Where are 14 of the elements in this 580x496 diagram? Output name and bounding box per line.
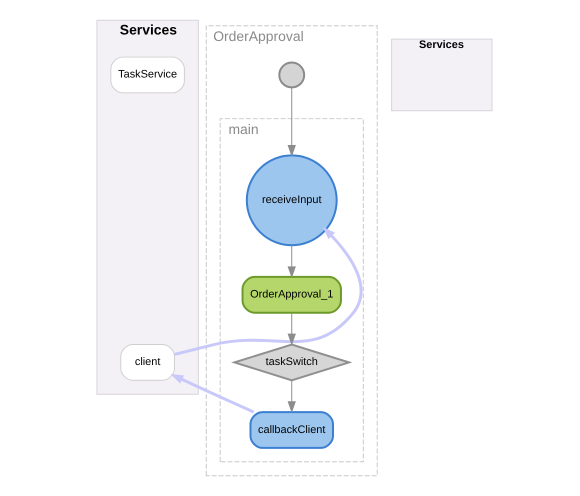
arrow <box>287 312 296 346</box>
arrow <box>287 87 296 157</box>
node-box: callbackClient <box>249 411 334 449</box>
node-box: OrderApproval_1 <box>241 276 342 314</box>
node-diamond: taskSwitch <box>230 343 352 382</box>
arrow <box>170 374 254 414</box>
node-circle <box>278 62 305 88</box>
arrow <box>287 380 296 414</box>
arrow <box>287 244 296 278</box>
node-box: TaskService <box>110 56 184 94</box>
node-box: Services <box>390 38 492 112</box>
node-box: client <box>120 344 174 381</box>
arrow <box>174 226 362 356</box>
node-circle: receiveInput <box>245 154 338 246</box>
